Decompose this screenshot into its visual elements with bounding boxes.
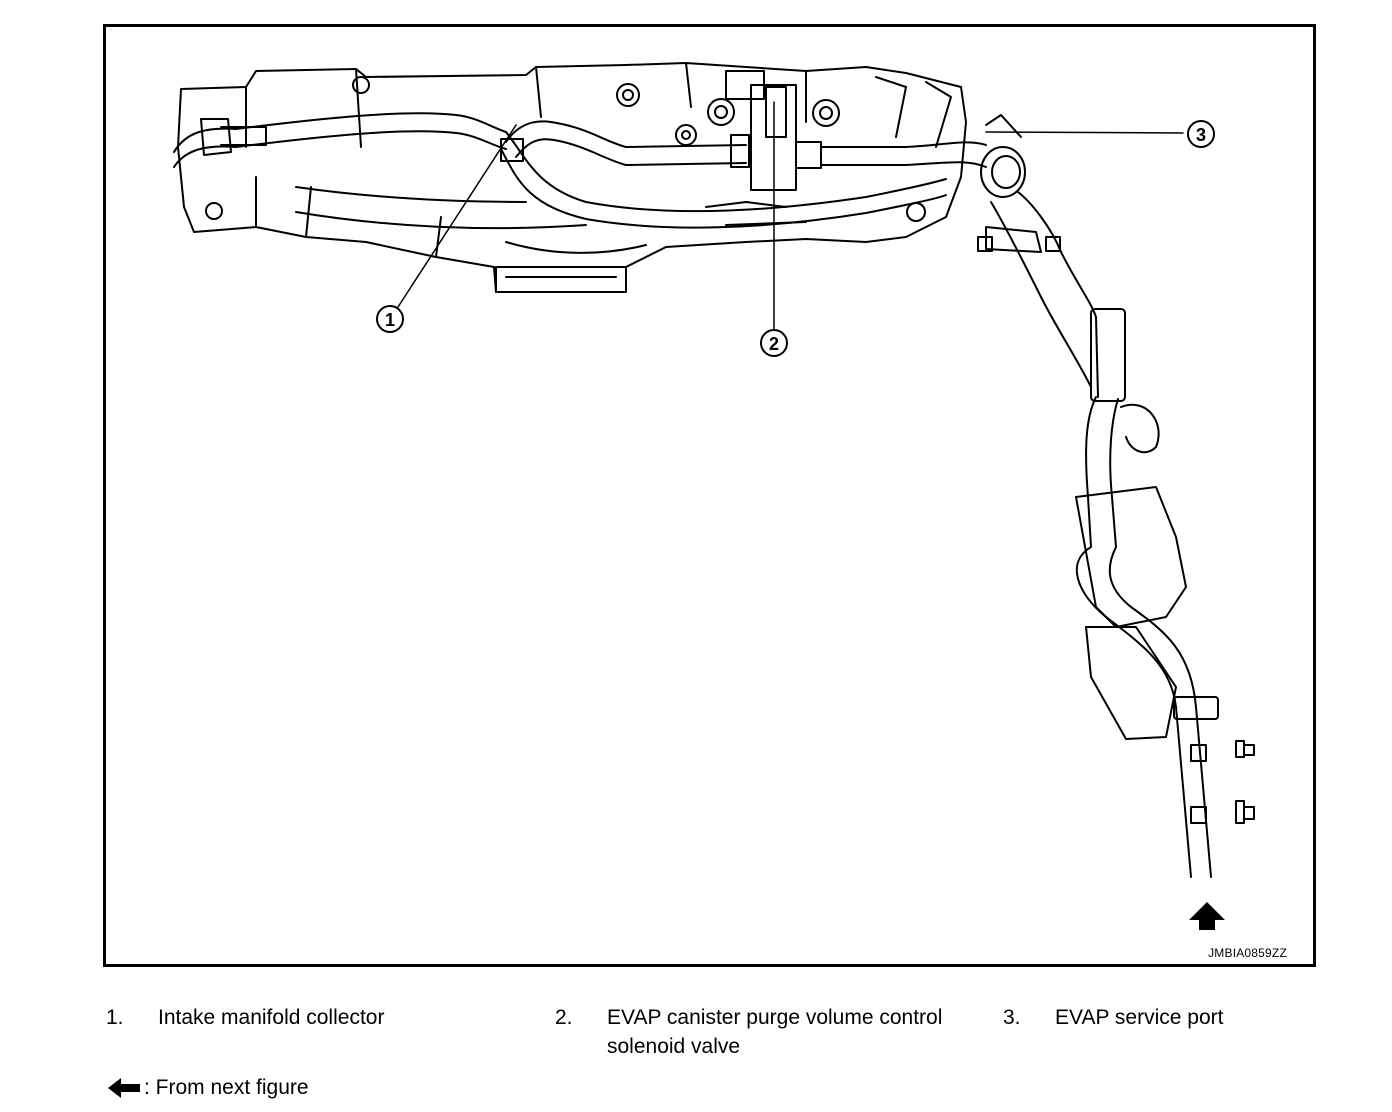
mounting-bracket — [985, 226, 1187, 740]
arrow-up-icon — [1189, 902, 1225, 930]
descending-hose — [990, 191, 1219, 878]
legend-number: 2. — [555, 1006, 573, 1029]
left-hose — [173, 112, 947, 229]
direction-note: : From next figure — [108, 1076, 309, 1100]
figure-frame: 1 2 3 JMBIA0859ZZ — [103, 24, 1316, 967]
legend-number: 3. — [1003, 1006, 1021, 1029]
callout-3: 3 — [1187, 120, 1215, 148]
figure-id: JMBIA0859ZZ — [1208, 946, 1287, 960]
bolt-heads — [205, 76, 926, 222]
manifold-body — [177, 62, 967, 293]
legend-number: 1. — [106, 1006, 124, 1029]
callout-2-label: 2 — [769, 334, 779, 354]
hose-to-solenoid — [500, 120, 750, 168]
legend-text: EVAP service port — [1055, 1006, 1224, 1029]
evap-service-port — [980, 114, 1026, 198]
callout-3-label: 3 — [1196, 125, 1206, 145]
leader-lines — [397, 101, 1184, 331]
lower-bolts — [977, 236, 1255, 824]
callout-1: 1 — [376, 305, 404, 333]
hose-to-service-port — [820, 141, 987, 168]
direction-note-text: : From next figure — [144, 1076, 309, 1099]
legend-text: Intake manifold collector — [158, 1006, 385, 1029]
arrow-left-icon — [108, 1078, 140, 1098]
callout-2: 2 — [760, 329, 788, 357]
legend-text: EVAP canister purge volume control solen… — [607, 1006, 943, 1058]
evap-hose-illustration: 1 2 3 — [173, 62, 1255, 930]
callout-1-label: 1 — [385, 310, 395, 330]
